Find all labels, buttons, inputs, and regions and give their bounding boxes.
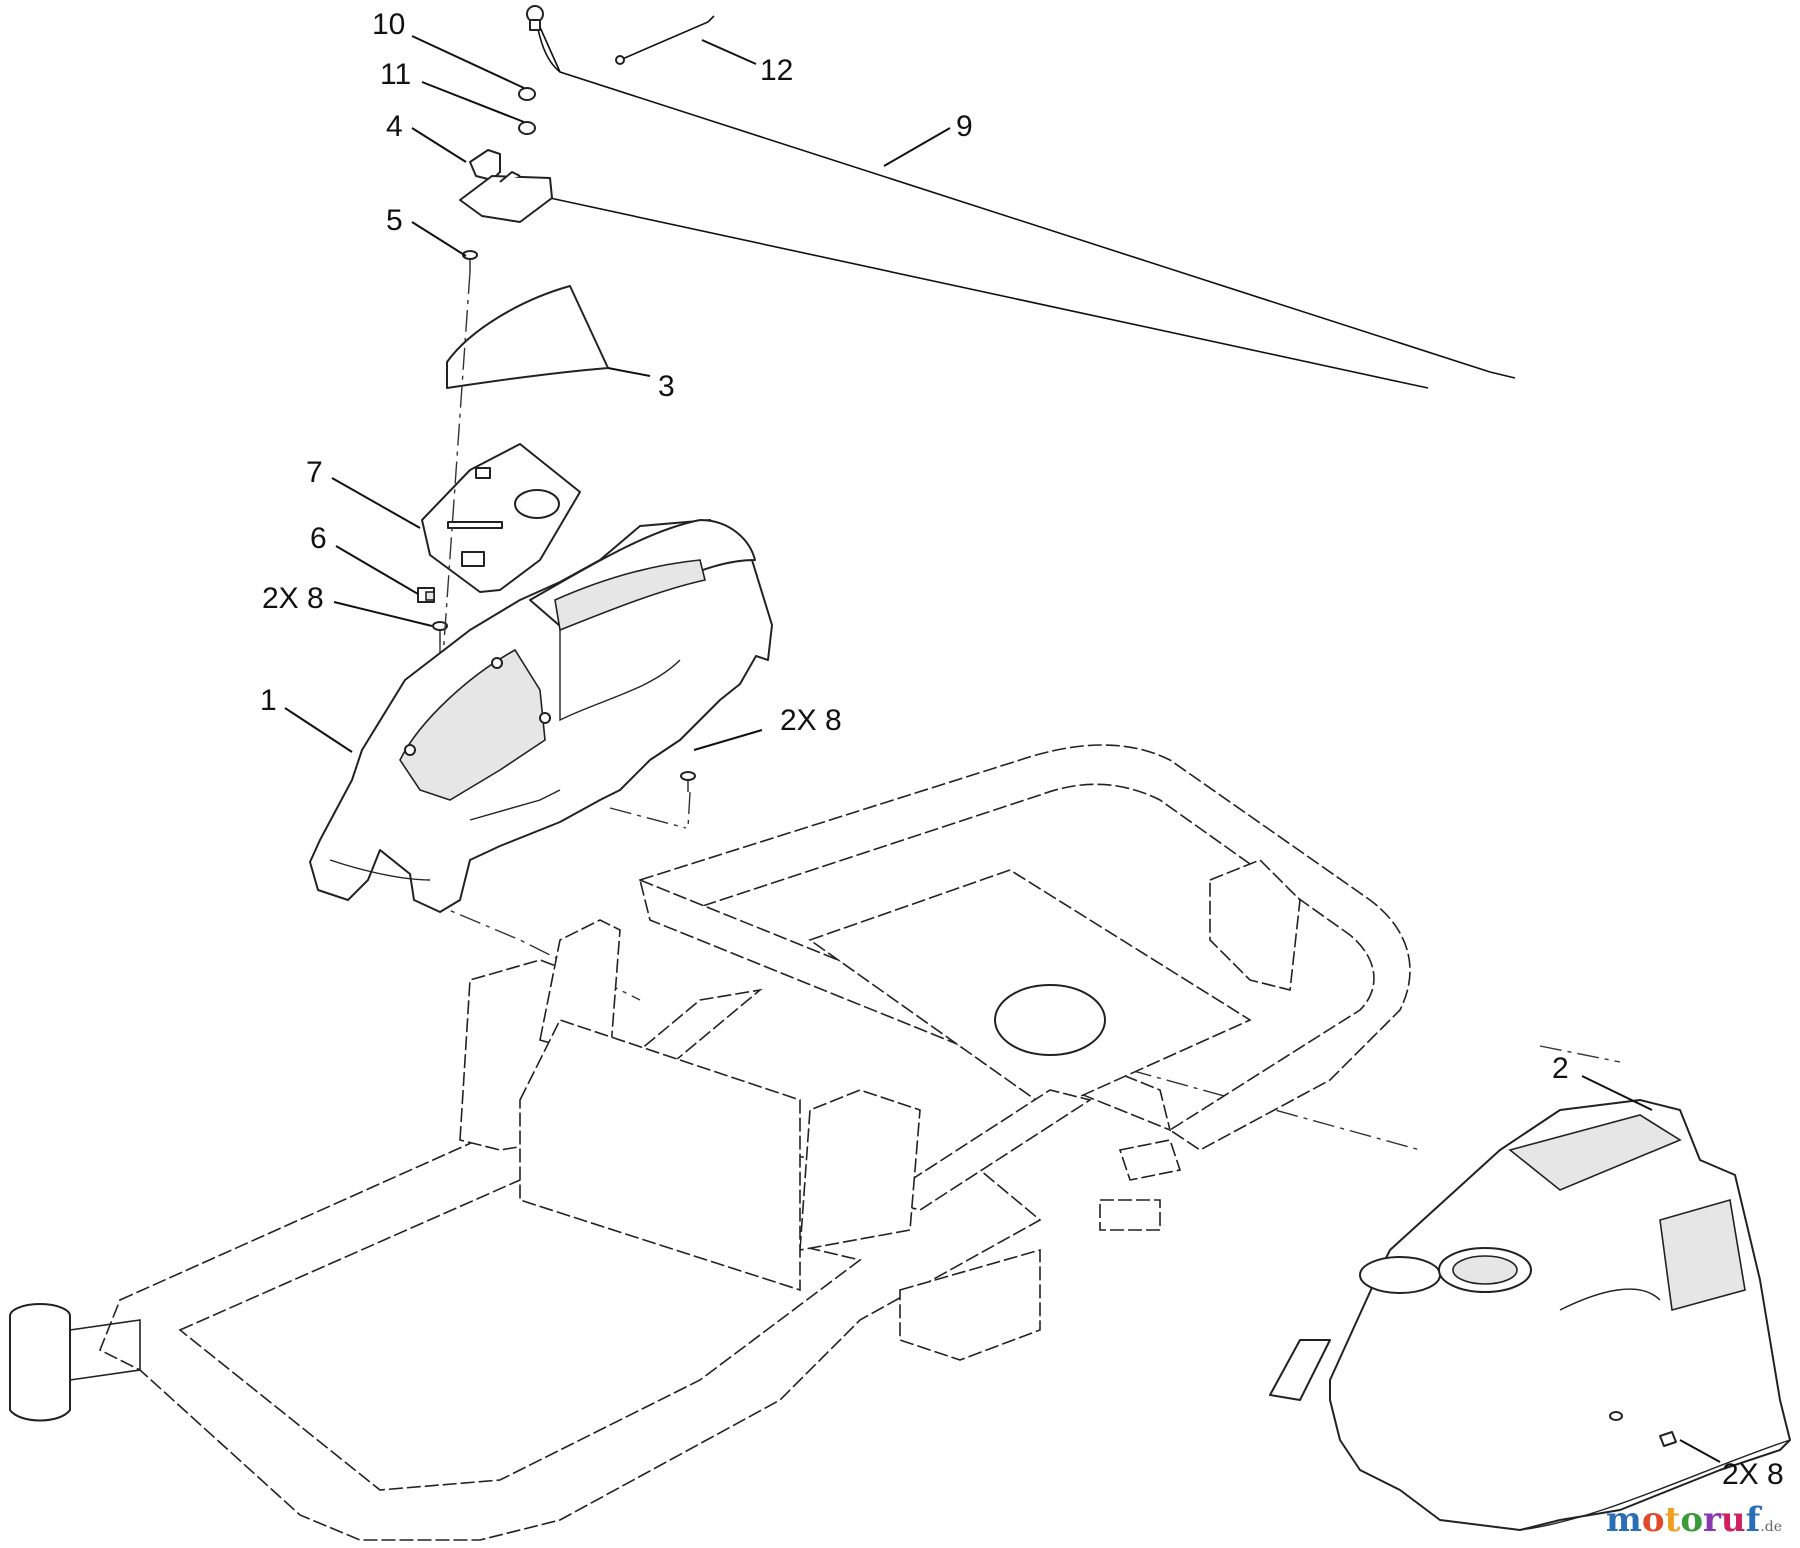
callout-10: 10 <box>372 8 405 41</box>
callout-5: 5 <box>386 204 403 237</box>
cable-throttle <box>549 197 1429 389</box>
callout-9: 9 <box>956 110 973 143</box>
nut-11 <box>518 87 536 135</box>
control-panel-7 <box>421 443 581 593</box>
control-pod-1 <box>309 519 773 913</box>
screw-8a <box>432 621 448 644</box>
leader-lines <box>284 35 1721 1463</box>
clip-6 <box>417 587 435 603</box>
decal-3 <box>446 285 609 389</box>
callout-6: 6 <box>310 522 327 555</box>
callout-1: 1 <box>260 684 277 717</box>
callout-7: 7 <box>306 456 323 489</box>
fuel-pod-2 <box>1269 1099 1791 1531</box>
screw-8b <box>680 771 696 792</box>
callout-3: 3 <box>658 370 675 403</box>
callout-11: 11 <box>380 58 411 91</box>
callout-4: 4 <box>386 110 403 143</box>
screw-8c <box>1609 1411 1677 1447</box>
callout-2x8-a: 2X 8 <box>262 582 324 615</box>
watermark-suffix: .de <box>1760 1519 1782 1535</box>
callout-12: 12 <box>760 54 793 87</box>
watermark-text: motoruf <box>1605 1500 1761 1540</box>
cable-9 <box>526 5 1516 379</box>
rod-12 <box>615 15 715 65</box>
screw-5 <box>462 250 478 272</box>
callout-2x8-c: 2X 8 <box>1722 1458 1784 1491</box>
watermark-logo: motoruf.de <box>1606 1500 1782 1540</box>
callout-2: 2 <box>1552 1052 1569 1085</box>
control-lever-4 <box>459 149 553 223</box>
callout-2x8-b: 2X 8 <box>780 704 842 737</box>
main-frame <box>9 744 1411 1541</box>
